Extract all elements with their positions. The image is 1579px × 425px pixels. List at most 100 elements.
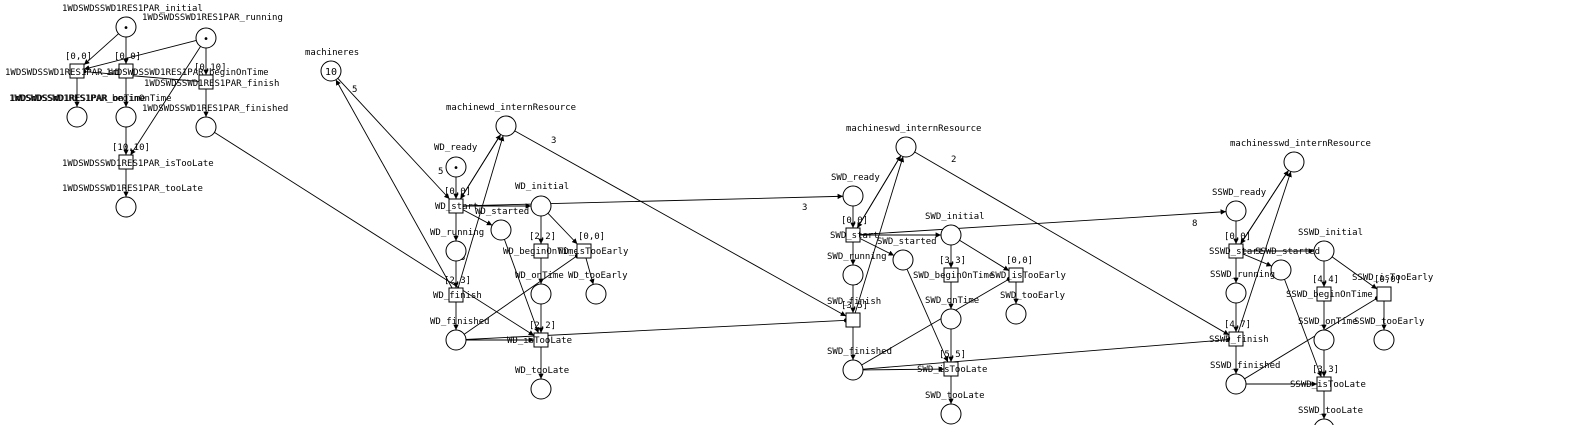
place-wd-ontime[interactable]: WD_onTime [515,271,564,305]
place-sswd-ontime[interactable]: SSWD_onTime [1298,317,1358,351]
place-sswd-finished[interactable]: SSWD_finished [1210,361,1280,395]
transition-box[interactable] [1228,331,1244,347]
place-init1[interactable]: •1WDSWDSSWD1RES1PAR_initial [62,4,203,38]
place-wd-late[interactable]: WD_tooLate [515,366,569,400]
transition-box[interactable] [198,74,214,90]
transition-box[interactable] [1008,267,1024,283]
place-circle[interactable] [892,249,914,271]
place-swd-started[interactable]: SWD_started [877,237,937,271]
place-circle[interactable] [445,329,467,351]
transition-box[interactable] [943,361,959,377]
place-circle[interactable] [1313,240,1335,262]
transition-box[interactable] [845,312,861,328]
place-circle[interactable] [445,156,467,178]
place-circle[interactable] [1373,329,1395,351]
transition-islate1[interactable]: [10,10]1WDSWDSSWD1RES1PAR_isTooLate [62,143,214,170]
transition-box[interactable] [448,287,464,303]
transition-swd-islate[interactable]: [5,5]SWD_isTooLate [917,350,987,377]
place-fin1[interactable]: 1WDSWDSSWD1RES1PAR_finished [142,104,288,138]
place-wd-running[interactable]: WD_running [430,228,484,262]
place-circle[interactable] [842,185,864,207]
place-circle[interactable] [940,308,962,330]
place-circle[interactable] [1270,259,1292,281]
transition-wd-finish[interactable]: [2,3]WD_finish [433,276,482,303]
place-sswd-running[interactable]: SSWD_running [1210,270,1275,304]
place-circle[interactable] [1005,303,1027,325]
transition-box[interactable] [845,227,861,243]
place-sswd-initial[interactable]: SSWD_initial [1298,228,1363,262]
transition-fin1[interactable]: [0,10]1WDSWDSSWD1RES1PAR_finish [144,63,279,90]
transition-box[interactable] [943,267,959,283]
transition-box[interactable] [533,332,549,348]
place-circle[interactable] [842,264,864,286]
place-circle[interactable] [66,106,88,128]
place-sswd-late[interactable]: SSWD_tooLate [1298,406,1363,425]
transition-swd-isearly[interactable]: [0,0]SWD_isTooEarly [990,256,1066,283]
transition-swd-start[interactable]: [0,0]SWD_start [830,216,879,243]
transition-box[interactable] [576,243,592,259]
place-circle[interactable] [842,359,864,381]
place-circle[interactable] [1313,329,1335,351]
place-swd-ontime[interactable]: SWD_onTime [925,296,979,330]
place-wd-initial[interactable]: WD_initial [515,182,569,217]
transition-sswd-isearly[interactable]: [0,0]SSWD_isTooEarly [1352,273,1434,302]
place-wd-finished[interactable]: WD_finished [430,317,490,351]
transition-wd-beg[interactable]: [2,2]WD_beginOnTime [503,232,579,259]
place-wd-ready[interactable]: •WD_ready [434,143,478,178]
place-circle[interactable] [320,60,342,82]
transition-swd-beg[interactable]: [3,3]SWD_beginOnTime [913,256,994,283]
place-swd-finished[interactable]: SWD_finished [827,347,892,381]
transition-box[interactable] [1316,376,1332,392]
place-circle[interactable] [195,116,217,138]
place-circle[interactable] [940,403,962,425]
transition-beg1[interactable]: [0,0]1WDSWDSSWD1RES1PAR_beginOnTime [106,52,269,79]
place-circle[interactable] [115,106,137,128]
transition-box[interactable] [118,63,134,79]
transition-box[interactable] [1228,243,1244,259]
place-circle[interactable] [1225,200,1247,222]
place-circle[interactable] [1225,373,1247,395]
place-swd-early[interactable]: SWD_tooEarly [1000,291,1066,325]
place-circle[interactable] [530,283,552,305]
place-swd-late[interactable]: SWD_tooLate [925,391,985,425]
transition-box[interactable] [1376,286,1392,302]
transition-box[interactable] [533,243,549,259]
place-swd-res[interactable]: machineswd_internResource [846,124,981,158]
place-circle[interactable] [895,136,917,158]
place-swd-ready[interactable]: SWD_ready [831,173,880,207]
place-beg1[interactable]: 1WDSWDSSWD1RES1PAR_beginOnTime [9,94,172,128]
place-wd-res[interactable]: machinewd_internResource [446,103,576,137]
place-circle[interactable] [585,283,607,305]
place-sswd-res[interactable]: machinesswd_internResource [1230,139,1371,173]
place-swd-running[interactable]: SWD_running [827,252,887,286]
place-late1[interactable]: 1WDSWDSSWD1RES1PAR_tooLate [62,184,203,218]
transition-sswd-islate[interactable]: [3,3]SSWD_isTooLate [1290,365,1366,392]
place-sswd-early[interactable]: SSWD_tooEarly [1354,317,1425,351]
place-circle[interactable] [1225,282,1247,304]
place-circle[interactable] [195,27,217,49]
transition-box[interactable] [1316,286,1332,302]
transition-box[interactable] [69,63,85,79]
place-circle[interactable] [530,195,552,217]
place-circle[interactable] [1283,151,1305,173]
transition-sswd-beg[interactable]: [4,4]SSWD_beginOnTime [1286,275,1373,302]
place-swd-initial[interactable]: SWD_initial [925,212,985,246]
place-circle[interactable] [115,16,137,38]
place-sswd-started[interactable]: SSWD_started [1255,247,1320,281]
transition-start1[interactable]: [0,0]1WDSWDSSWD1RES1PAR_start [5,52,135,79]
place-circle[interactable] [495,115,517,137]
place-ontime1[interactable]: 1WDSWDSSWD1RES1PAR_onTime [10,94,145,128]
place-wd-started[interactable]: WD_started [475,207,529,241]
place-circle[interactable] [490,219,512,241]
place-run1[interactable]: •1WDSWDSSWD1RES1PAR_running [142,13,283,49]
transition-wd-start[interactable]: [0,0]WD_start [435,187,478,214]
place-circle[interactable] [115,196,137,218]
place-circle[interactable] [445,240,467,262]
place-wd-early[interactable]: WD_tooEarly [568,271,628,305]
transition-sswd-start[interactable]: [0,0]SSWD_start [1209,232,1263,259]
transition-wd-isearly[interactable]: [0,0]WD_isTooEarly [558,232,629,259]
place-sswd-ready[interactable]: SSWD_ready [1212,188,1267,222]
place-circle[interactable] [530,378,552,400]
transition-wd-islate[interactable]: [2,2]WD_isTooLate [507,321,572,348]
